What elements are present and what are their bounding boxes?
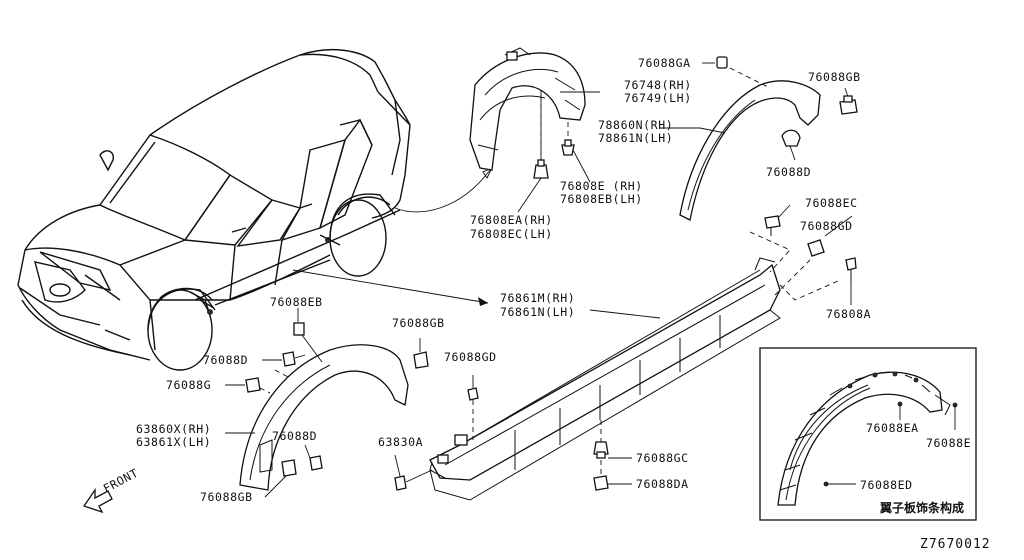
label-76808e: 76808E (RH) bbox=[560, 179, 643, 193]
label-76088ga: 76088GA bbox=[638, 56, 691, 70]
inner-mudguard-part bbox=[469, 47, 586, 171]
clip-76808ea bbox=[533, 90, 549, 179]
label-76088d-left: 76088D bbox=[203, 353, 248, 367]
clip-76088gc bbox=[593, 420, 632, 459]
label-63860x: 63860X(RH) bbox=[136, 422, 211, 436]
clip-76088d-low bbox=[304, 444, 323, 471]
label-76808ea: 76808EA(RH) bbox=[470, 213, 553, 227]
label-76088d-top: 76088D bbox=[766, 165, 811, 179]
label-78860n: 78860N(RH) bbox=[598, 118, 673, 132]
clip-76088gb-low bbox=[264, 459, 297, 498]
label-76088eb: 76088EB bbox=[270, 295, 323, 309]
mudguard-callout-line bbox=[394, 169, 491, 213]
label-63861x: 63861X(LH) bbox=[136, 435, 211, 449]
bolt-76088da bbox=[593, 460, 632, 491]
diagram-id: Z7670012 bbox=[920, 537, 991, 552]
clip-76088g bbox=[225, 377, 271, 394]
label-76088gb-mid: 76088GB bbox=[392, 316, 445, 330]
label-76861m: 76861M(RH) bbox=[500, 291, 575, 305]
bolt-63830a bbox=[394, 454, 433, 491]
label-76088ec: 76088EC bbox=[805, 196, 858, 210]
label-76088gd-mid: 76088GD bbox=[444, 350, 497, 364]
label-76748: 76748(RH) bbox=[624, 78, 692, 92]
label-76861n: 76861N(LH) bbox=[500, 305, 575, 319]
clip-76088d-top bbox=[781, 129, 801, 161]
clip-76088gb-top bbox=[839, 87, 858, 115]
label-76088d-low: 76088D bbox=[272, 429, 317, 443]
label-76088ea: 76088EA bbox=[866, 421, 919, 435]
clip-76088d-left bbox=[262, 351, 306, 367]
label-76808eb: 76808EB(LH) bbox=[560, 192, 643, 206]
label-76088gd-right: 76088GD bbox=[800, 219, 853, 233]
label-76808ec: 76808EC(LH) bbox=[470, 227, 553, 241]
label-76088g: 76088G bbox=[166, 378, 211, 392]
label-63830a: 63830A bbox=[378, 435, 423, 449]
clip-76088gb-mid bbox=[413, 338, 429, 369]
label-76088gc: 76088GC bbox=[636, 451, 689, 465]
front-arch-moulding-part bbox=[239, 344, 409, 491]
label-78861n: 78861N(LH) bbox=[598, 131, 673, 145]
vehicle-outline bbox=[17, 48, 411, 371]
clip-76088ga bbox=[702, 56, 728, 69]
label-76808a: 76808A bbox=[826, 307, 871, 321]
clip-76088ec bbox=[764, 204, 791, 236]
bolt-76808a bbox=[845, 257, 857, 305]
inset-box bbox=[759, 347, 977, 521]
clip-76088eb bbox=[293, 308, 323, 363]
label-76749: 76749(LH) bbox=[624, 91, 692, 105]
clip-76088gd-mid bbox=[467, 375, 479, 440]
label-76088gb-top: 76088GB bbox=[808, 70, 861, 84]
label-76088e: 76088E bbox=[926, 436, 971, 450]
label-76088da: 76088DA bbox=[636, 477, 689, 491]
label-front: FRONT bbox=[101, 466, 141, 496]
front-direction-arrow bbox=[82, 487, 113, 514]
side-sill-part bbox=[429, 257, 781, 501]
clip-76088gd-right bbox=[807, 239, 825, 257]
inset-title: 翼子板饰条构成 bbox=[879, 500, 964, 515]
label-76088ed: 76088ED bbox=[860, 478, 913, 492]
label-76088gb-low: 76088GB bbox=[200, 490, 253, 504]
sill-callout-arrow bbox=[292, 269, 489, 304]
rear-arch-moulding-part bbox=[679, 80, 821, 221]
clip-76808e bbox=[561, 122, 575, 156]
